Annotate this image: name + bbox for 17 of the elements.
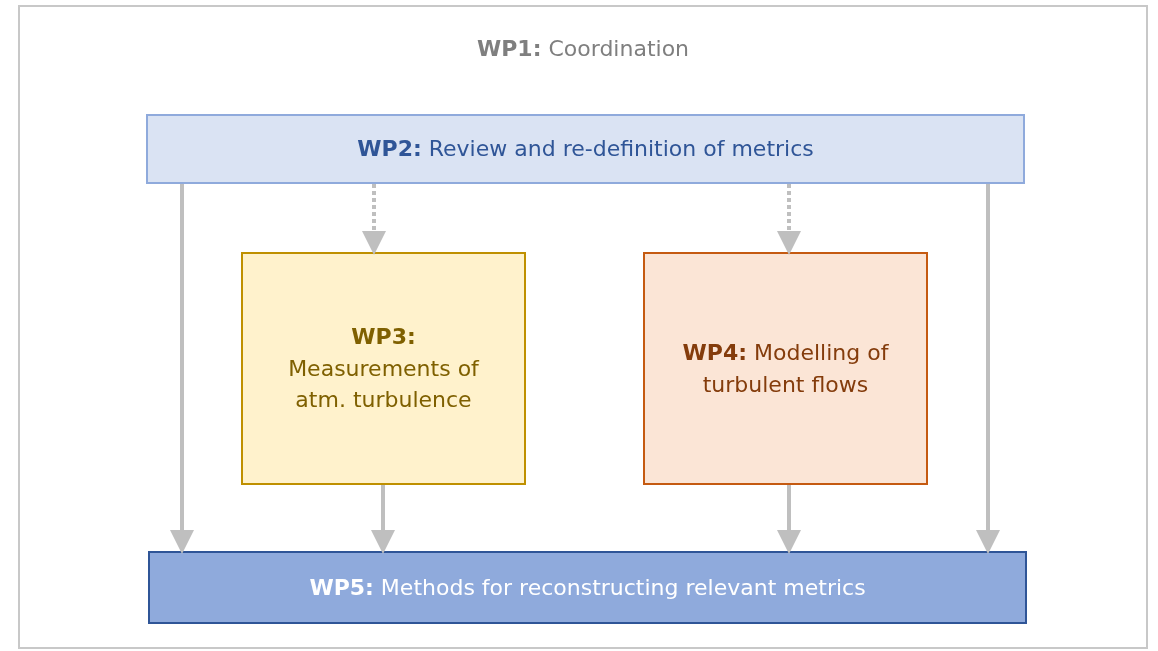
arrow	[777, 485, 801, 554]
box-heading: WP3:	[351, 322, 416, 351]
box-label: Measurements of atm. turbulence	[287, 354, 481, 415]
arrow	[170, 184, 194, 554]
box-label: WP2: Review and re-definition of metrics	[357, 135, 814, 164]
arrow	[777, 184, 801, 255]
box-label: WP5: Methods for reconstructing relevant metrics	[309, 573, 866, 602]
process-box	[241, 252, 526, 485]
box-label: WP1: Coordination	[476, 35, 690, 63]
arrow	[362, 184, 386, 255]
box-label: WP4: Modelling of turbulent flows	[681, 338, 890, 399]
arrow	[371, 485, 395, 554]
process-box	[148, 551, 1027, 624]
arrow	[976, 184, 1000, 554]
coordination-frame	[18, 5, 1148, 649]
process-box	[146, 114, 1025, 184]
process-box	[643, 252, 928, 485]
